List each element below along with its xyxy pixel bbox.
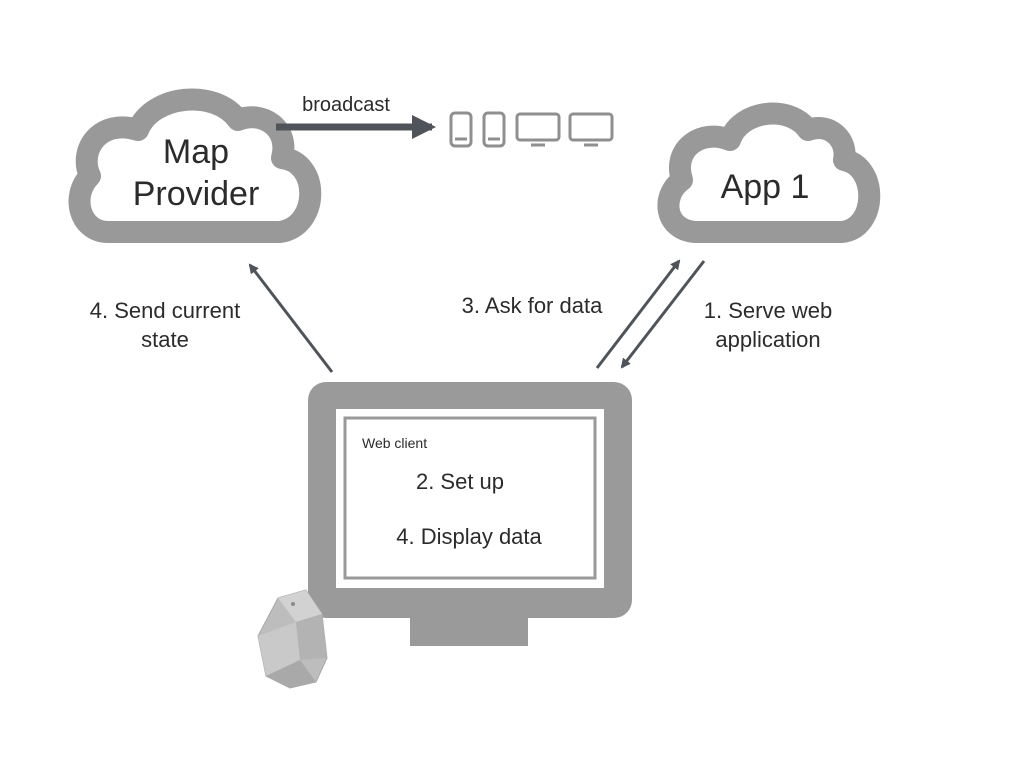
ask-data-edge: 3. Ask for data	[462, 259, 681, 369]
cloud-icon	[68, 88, 322, 243]
app-label: App 1	[721, 168, 810, 206]
device-group	[449, 111, 614, 148]
setup-step-label: 2. Set up	[416, 469, 504, 494]
ask-data-label: 3. Ask for data	[462, 293, 603, 318]
screen-inner-border	[343, 416, 597, 580]
web-client-monitor: Web client 2. Set up 4. Display data	[308, 382, 632, 646]
beacon-icon	[257, 589, 328, 689]
serve-edge: 1. Serve web application	[620, 260, 832, 369]
ask-data-arrow	[595, 259, 681, 369]
serve-label-line2: application	[715, 327, 820, 352]
serve-arrow	[620, 260, 706, 369]
phone-icon	[482, 111, 506, 148]
send-state-arrow	[248, 263, 334, 373]
map-provider-cloud: Map Provider	[68, 88, 322, 243]
monitor-screen	[336, 409, 604, 588]
map-provider-label-line2: Provider	[133, 175, 260, 213]
serve-label-line1: 1. Serve web	[704, 298, 832, 323]
send-state-label-line1: 4. Send current	[90, 298, 240, 323]
web-client-caption: Web client	[362, 435, 427, 451]
monitor-icon	[515, 112, 561, 147]
display-data-step-label: 4. Display data	[396, 524, 542, 549]
broadcast-label: broadcast	[302, 94, 390, 116]
map-provider-label-line1: Map	[163, 133, 229, 171]
app-cloud: App 1	[657, 102, 881, 243]
phone-icon	[449, 111, 473, 148]
send-state-label-line2: state	[141, 327, 189, 352]
monitor-icon	[568, 112, 614, 147]
cloud-icon	[657, 102, 881, 243]
send-state-edge: 4. Send current state	[90, 263, 334, 373]
broadcast-edge: broadcast	[276, 94, 436, 139]
